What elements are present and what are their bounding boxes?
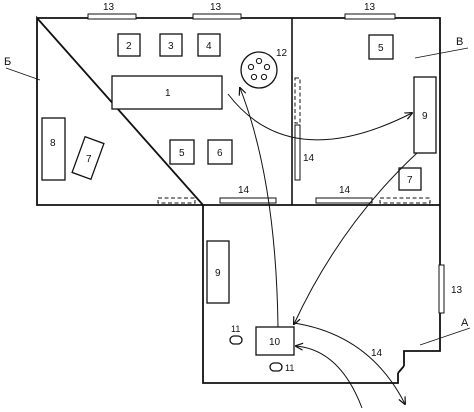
item-11-bottom-label: 11 xyxy=(285,363,294,373)
item-14-bench-v xyxy=(294,124,301,181)
item-7-rotated xyxy=(71,135,105,181)
item-1-label: 1 xyxy=(165,88,171,99)
item-12-label: 12 xyxy=(276,48,288,59)
item-2-label: 2 xyxy=(126,41,132,52)
dashed-cabinet-b xyxy=(157,197,196,204)
item-11-stool-bottom xyxy=(269,362,283,372)
item-5-v-label: 5 xyxy=(378,43,384,54)
item-5-v xyxy=(368,34,394,60)
entrance-jamb xyxy=(397,365,405,374)
item-1-table xyxy=(111,75,223,110)
item-13-a-window xyxy=(438,264,445,314)
item-10-label: 10 xyxy=(269,337,281,348)
item-11-top-label: 11 xyxy=(231,324,240,334)
arrow-v-to-desk xyxy=(294,152,418,324)
item-13-a-label: 13 xyxy=(451,285,463,296)
arrow-in-to-desk xyxy=(296,346,363,409)
item-14-b-label: 14 xyxy=(238,185,250,196)
item-2 xyxy=(117,33,141,57)
arrow-b-to-v xyxy=(227,93,412,141)
item-11-stool-top xyxy=(229,335,243,345)
item-14-bench-b xyxy=(219,197,277,204)
item-12-round-table xyxy=(240,51,278,89)
window-13-left-label: 13 xyxy=(103,2,115,13)
item-3-label: 3 xyxy=(168,41,174,52)
item-14-v-vertical-label: 14 xyxy=(303,153,315,164)
window-13-mid xyxy=(192,13,242,20)
item-7-label: 7 xyxy=(86,154,92,165)
window-13-left xyxy=(87,13,137,20)
item-6 xyxy=(207,139,233,165)
dashed-cabinet-v xyxy=(294,77,301,124)
window-13-mid-label: 13 xyxy=(210,2,222,13)
item-5 xyxy=(169,139,195,165)
window-13-right-label: 13 xyxy=(364,2,376,13)
item-8-label: 8 xyxy=(50,138,56,149)
arrow-desk-to-b xyxy=(240,88,279,328)
window-13-right xyxy=(344,13,396,20)
item-5-label: 5 xyxy=(179,148,185,159)
item-9-v-label: 9 xyxy=(422,111,428,122)
item-14-bench-v-bottom xyxy=(315,197,373,204)
item-8 xyxy=(41,117,66,181)
item-9-a-label: 9 xyxy=(215,268,221,279)
room-a-label: А xyxy=(461,317,469,329)
room-b-leader xyxy=(5,67,41,81)
item-4 xyxy=(197,33,221,57)
item-4-label: 4 xyxy=(206,41,212,52)
item-7-v-label: 7 xyxy=(407,175,413,186)
item-14-v-bottom-label: 14 xyxy=(339,185,351,196)
room-v-leader xyxy=(414,47,469,59)
item-14-a-label: 14 xyxy=(371,348,383,359)
item-9-a xyxy=(206,240,230,304)
item-7-v xyxy=(398,167,422,191)
arrow-desk-out xyxy=(293,322,405,404)
room-v-label: В xyxy=(456,36,463,48)
room-a-leader xyxy=(419,327,471,346)
dashed-cabinet-v-bottom xyxy=(379,197,431,204)
item-10-desk xyxy=(255,326,295,356)
item-6-label: 6 xyxy=(217,148,223,159)
room-b-label: Б xyxy=(4,56,11,68)
item-3 xyxy=(159,33,183,57)
